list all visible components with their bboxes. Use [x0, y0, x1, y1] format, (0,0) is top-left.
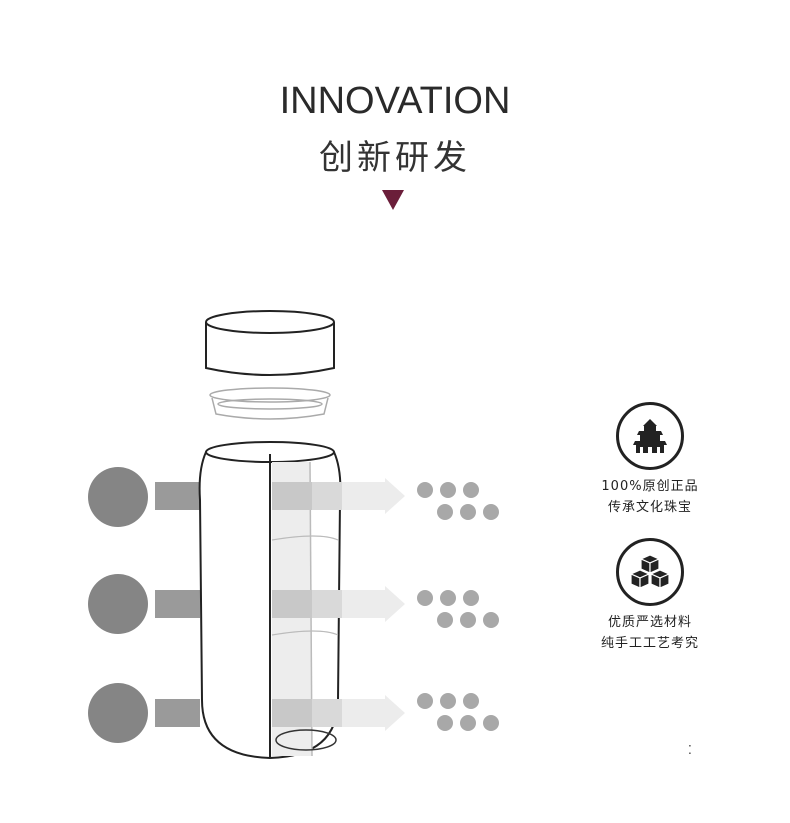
filter-arrow-1: [272, 478, 405, 514]
page-title-cn: 创新研发: [319, 138, 471, 178]
input-circle-3: [88, 683, 148, 743]
feature-line-2: 传承文化珠宝: [607, 500, 692, 515]
input-bar-1: [155, 482, 200, 510]
feature-line-2: 纯手工工艺考究: [600, 636, 699, 651]
input-circle-1: [88, 467, 148, 527]
output-dots-3: [417, 693, 499, 731]
feature-material: 优质严选材料 纯手工工艺考究: [570, 538, 730, 654]
seal-ring: [209, 387, 331, 420]
input-bar-2: [155, 590, 200, 618]
output-dots-2: [417, 590, 499, 628]
page-title-en: INNOVATION: [279, 80, 511, 122]
feature-line-1: 100%原创正品: [601, 479, 699, 494]
feature-badge: [616, 538, 684, 606]
corner-mark: ⁚: [688, 743, 692, 757]
down-triangle-icon: [382, 190, 404, 210]
filter-arrow-3: [272, 695, 405, 731]
product-illustration: [88, 310, 499, 760]
temple-icon: [633, 419, 667, 453]
input-circle-2: [88, 574, 148, 634]
input-bar-3: [155, 699, 200, 727]
cup-lid: [205, 310, 335, 376]
feature-original: 100%原创正品 传承文化珠宝: [570, 402, 730, 518]
feature-badge: [616, 402, 684, 470]
output-dots-1: [417, 482, 499, 520]
cup-body: [198, 441, 342, 760]
cubes-icon: [630, 554, 670, 589]
filter-arrow-2: [272, 586, 405, 622]
feature-line-1: 优质严选材料: [607, 615, 692, 630]
